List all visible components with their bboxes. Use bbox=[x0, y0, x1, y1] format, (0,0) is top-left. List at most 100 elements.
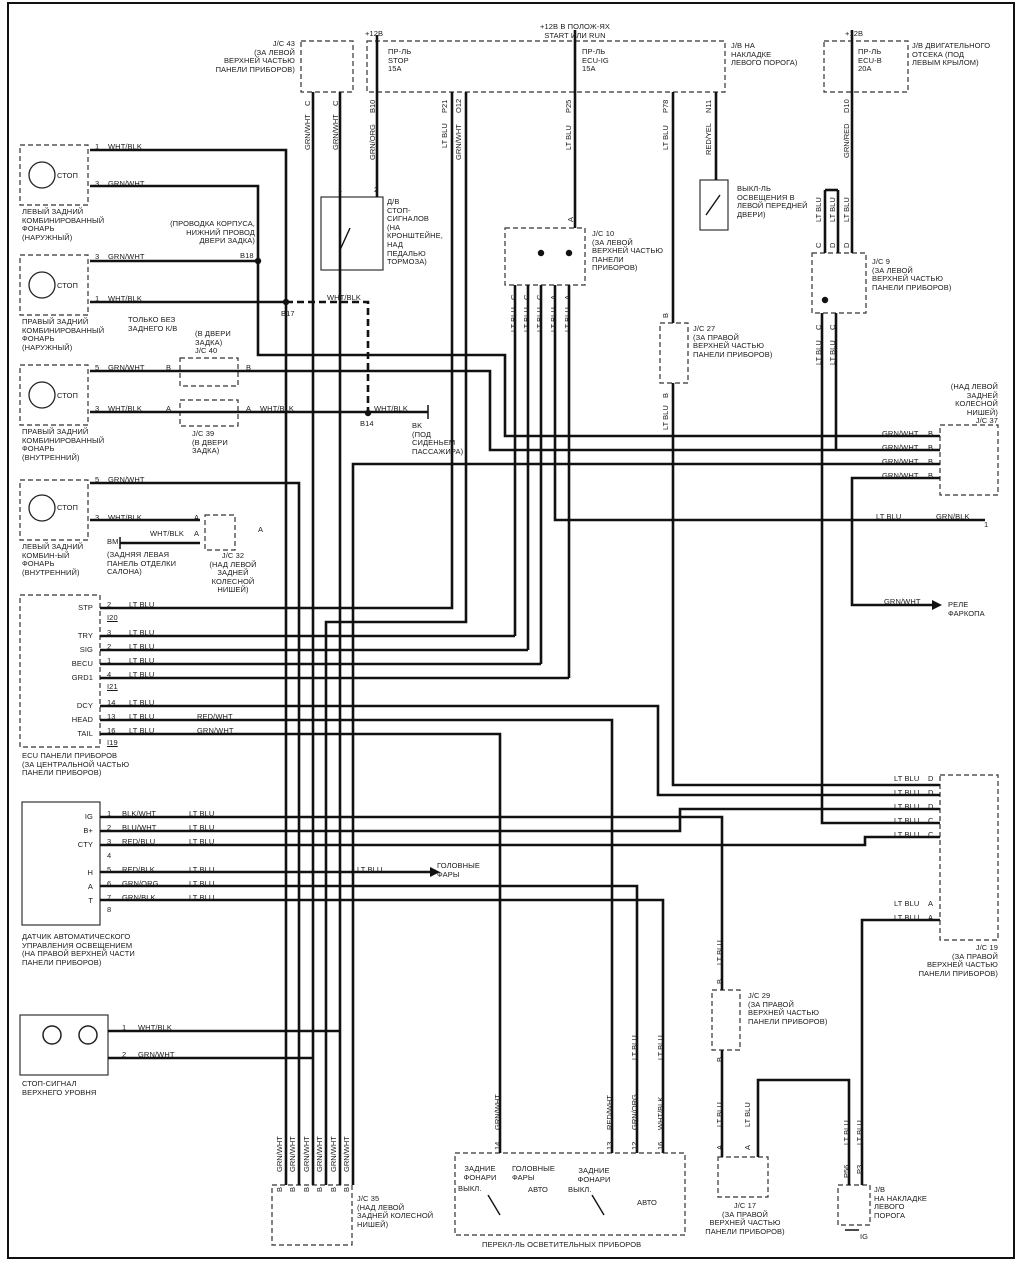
wire bbox=[100, 815, 724, 990]
wire bbox=[90, 369, 940, 452]
sw-tail1: ЗАДНИЕ ФОНАРИ bbox=[463, 1164, 497, 1182]
wire-label: RED/WHT bbox=[197, 712, 233, 721]
pin-label: A bbox=[928, 899, 934, 908]
lamp-text: СТОП bbox=[57, 391, 79, 400]
ecu-pin-sig: SIG bbox=[79, 645, 93, 654]
wire-label: LT BLU bbox=[189, 837, 215, 846]
ground-bk-label: BK (ПОД СИДЕНЬЕМ ПАССАЖИРА) bbox=[412, 421, 464, 456]
wire-label: WHT/BLK bbox=[108, 294, 143, 303]
wire-label: RED/WHT bbox=[605, 1095, 614, 1130]
pin-label: A bbox=[194, 513, 200, 522]
pin-num: 4 bbox=[107, 851, 112, 860]
pin-label: B bbox=[661, 312, 670, 318]
wire-label: LT BLU bbox=[563, 307, 572, 332]
pin-label: B bbox=[329, 1186, 338, 1192]
pin-label: B bbox=[288, 1186, 297, 1192]
headlights-label: ГОЛОВНЫЕ ФАРЫ bbox=[437, 861, 481, 879]
wire-label: RED/BLU bbox=[122, 837, 156, 846]
pin-num: 1 bbox=[107, 656, 112, 665]
wire bbox=[820, 313, 940, 825]
wire-label: GRN/WHT bbox=[882, 471, 919, 480]
connector-b17: B17 bbox=[281, 309, 295, 318]
pin-label: C bbox=[928, 830, 934, 839]
ecu-pin-dcy: DCY bbox=[76, 701, 93, 710]
pin-label: P56 bbox=[842, 1164, 851, 1178]
ecu-pin-head: HEAD bbox=[71, 715, 93, 724]
ground-ig-label: IG bbox=[860, 1232, 869, 1241]
pin-label: D bbox=[928, 788, 934, 797]
splice-dot bbox=[821, 296, 829, 304]
pin-label: B bbox=[661, 392, 670, 398]
pin-num: 6 bbox=[107, 879, 112, 888]
optional-wire bbox=[286, 300, 370, 413]
pin-label: C bbox=[303, 100, 312, 106]
component-box bbox=[320, 196, 384, 271]
only-without-note: ТОЛЬКО БЕЗ ЗАДНЕГО К/В bbox=[128, 315, 178, 333]
wire bbox=[100, 92, 454, 610]
wire bbox=[553, 285, 985, 522]
wire-label: LT BLU bbox=[564, 125, 573, 150]
jc10-label: J/C 10 (ЗА ЛЕВОЙ ВЕРХНЕЙ ЧАСТЬЮ ПАНЕЛИ П… bbox=[592, 229, 664, 273]
led-lamp bbox=[78, 1025, 98, 1045]
lamp-bulb bbox=[28, 494, 56, 522]
pin-num: 1 bbox=[107, 809, 112, 818]
pin-label: A bbox=[566, 216, 575, 222]
jc39-label: J/C 39 (В ДВЕРИ ЗАДКА) bbox=[192, 429, 228, 456]
sensor-pin: CTY bbox=[77, 840, 93, 849]
pin-label: A bbox=[246, 404, 252, 413]
wire-label: BLK/WHT bbox=[122, 809, 157, 818]
pin-label: A bbox=[549, 294, 558, 300]
wire-label: WHT/BLK bbox=[108, 513, 143, 522]
wire-label: GRN/WHT bbox=[275, 1136, 284, 1172]
wire-label: LT BLU bbox=[894, 774, 920, 783]
arrow-relay bbox=[932, 600, 942, 610]
pin-label: B bbox=[246, 363, 252, 372]
wire-label: LT BLU bbox=[129, 670, 155, 679]
pin-label: P3 bbox=[855, 1164, 864, 1174]
connector-box bbox=[837, 1184, 871, 1226]
wire-label: RED/BLK bbox=[122, 865, 155, 874]
wire-label: LT BLU bbox=[814, 340, 823, 365]
splice-dot bbox=[537, 249, 545, 257]
wire-label: LT BLU bbox=[129, 628, 155, 637]
pin-label: B bbox=[166, 363, 172, 372]
pin-num: 13 bbox=[107, 712, 116, 721]
pin-label: C bbox=[828, 324, 837, 330]
pin-label: A bbox=[194, 529, 200, 538]
wire-label: GRN/WHT bbox=[108, 179, 145, 188]
wire-label: LT BLU bbox=[656, 1035, 665, 1060]
lamp-text: СТОП bbox=[57, 171, 79, 180]
jc35-label: J/C 35 (НАД ЛЕВОЙ ЗАДНЕЙ КОЛЕСНОЙ НИШЕЙ) bbox=[357, 1194, 434, 1229]
switch-contact-icon bbox=[705, 194, 721, 216]
pin-label: B10 bbox=[368, 99, 377, 113]
wire bbox=[756, 1078, 851, 1185]
wire-label: GRN/WHT bbox=[882, 443, 919, 452]
connector-i19: I19 bbox=[107, 738, 118, 747]
wire bbox=[351, 462, 940, 1185]
sw-head: ГОЛОВНЫЕ ФАРЫ bbox=[512, 1164, 556, 1182]
pin-num: 2 bbox=[107, 823, 112, 832]
splice-dot bbox=[364, 409, 372, 417]
wire-label: GRN/WHT bbox=[454, 124, 463, 160]
pin-label: 1 bbox=[95, 294, 100, 303]
sw-tail2: ЗАДНИЕ ФОНАРИ bbox=[577, 1166, 611, 1184]
wire-label: LT BLU bbox=[129, 698, 155, 707]
pin-label: A bbox=[166, 404, 172, 413]
wire-label: LT BLU bbox=[189, 879, 215, 888]
connector-i21: I21 bbox=[107, 682, 118, 691]
sensor-pin: T bbox=[88, 896, 93, 905]
sw-auto1: АВТО bbox=[528, 1185, 548, 1194]
connector-box bbox=[659, 322, 689, 384]
wire-label: GRN/WHT bbox=[493, 1094, 502, 1130]
wire-label: LT BLU bbox=[661, 125, 670, 150]
pin-label: 5 bbox=[95, 475, 100, 484]
wire-label: WHT/BLK bbox=[374, 404, 409, 413]
wire bbox=[90, 481, 301, 1185]
wire-label: BLU/WHT bbox=[122, 823, 157, 832]
wire bbox=[90, 148, 288, 1185]
arrow-headlights bbox=[430, 867, 440, 877]
sensor-pin: B+ bbox=[83, 826, 93, 835]
wire bbox=[100, 807, 940, 833]
wire-label: GRN/WHT bbox=[288, 1136, 297, 1172]
